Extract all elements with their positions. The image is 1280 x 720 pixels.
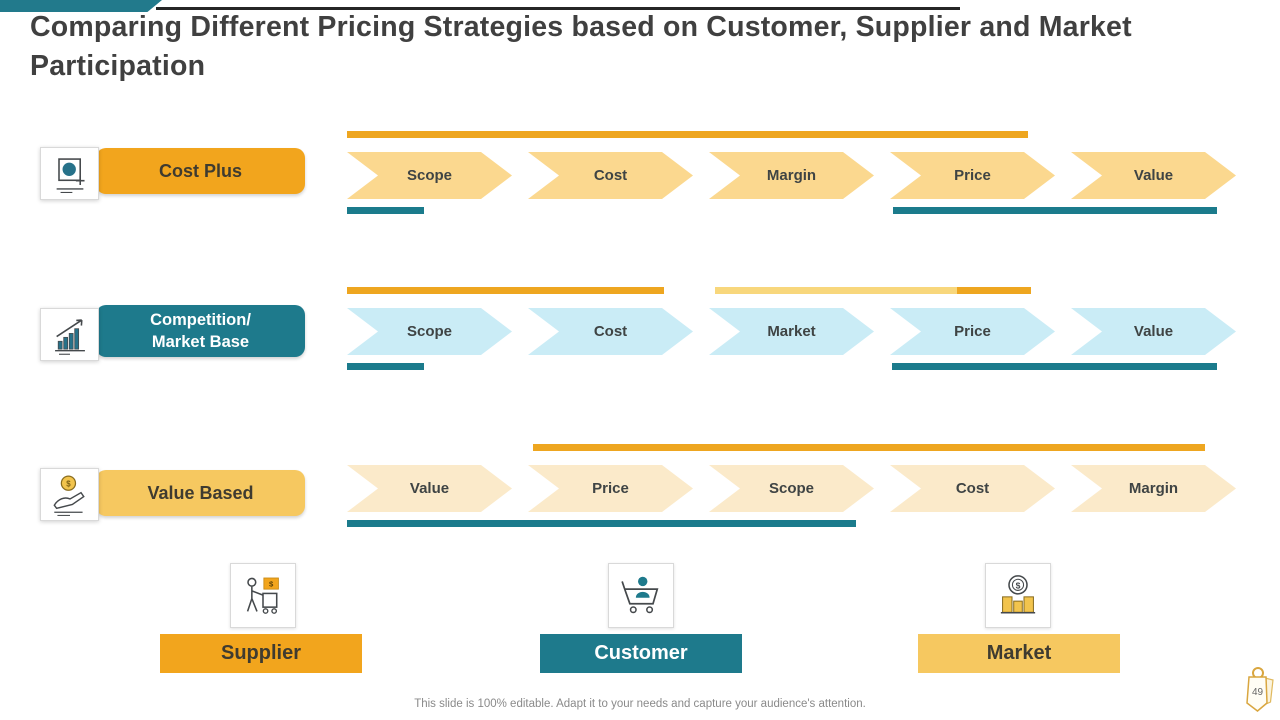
- supplier-icon-box: $: [230, 563, 296, 628]
- participant-label-customer: Customer: [540, 634, 742, 673]
- chevron-step: Value: [1071, 152, 1236, 199]
- participation-bar-light-top: [715, 287, 957, 294]
- chevron-step: Value: [347, 465, 512, 512]
- svg-text:$: $: [269, 579, 274, 588]
- participant-label-supplier: Supplier: [160, 634, 362, 673]
- row-label-competition: Competition/ Market Base: [96, 305, 305, 357]
- row-label-value-based: Value Based: [96, 470, 305, 516]
- participation-bar-supplier-bottom: [347, 207, 424, 214]
- cost-plus-icon-box: [40, 147, 99, 200]
- chevron-step: Cost: [890, 465, 1055, 512]
- chevron-step: Price: [528, 465, 693, 512]
- chevron-step: Market: [709, 308, 874, 355]
- chevron-step: Price: [890, 308, 1055, 355]
- corner-accent-bar: [0, 0, 162, 12]
- page-number: 49: [1252, 687, 1264, 698]
- strategy-row-value-based: $ Value Based Value Price Scope Cost Mar…: [0, 444, 1280, 534]
- chevron-step: Margin: [1071, 465, 1236, 512]
- value-based-icon-box: $: [40, 468, 99, 521]
- customer-icon-box: [608, 563, 674, 628]
- chevron-step: Scope: [709, 465, 874, 512]
- participant-label-market: Market: [918, 634, 1120, 673]
- participants-section: $ Supplier Customer: [0, 563, 1280, 678]
- chevron-step: Cost: [528, 308, 693, 355]
- participation-bar-supplier-bottom: [347, 363, 424, 370]
- supplier-cart-icon: $: [246, 577, 279, 614]
- chevron-step: Price: [890, 152, 1055, 199]
- page-title: Comparing Different Pricing Strategies b…: [30, 11, 1132, 82]
- competition-icon-box: [40, 308, 99, 361]
- footer-note: This slide is 100% editable. Adapt it to…: [414, 698, 866, 710]
- row-label-cost-plus: Cost Plus: [96, 148, 305, 194]
- chevron-step: Cost: [528, 152, 693, 199]
- money-stack-icon: $: [1000, 574, 1036, 613]
- chevron-step: Margin: [709, 152, 874, 199]
- participation-bar-customer-bottom: [893, 207, 1217, 214]
- market-icon-box: $: [985, 563, 1051, 628]
- strategy-row-cost-plus: Cost Plus Scope Cost Margin Price Value: [0, 131, 1280, 221]
- participation-bar-market-top-right: [957, 287, 1031, 294]
- top-divider-line: [156, 7, 960, 10]
- participation-bar-market-top: [347, 131, 1028, 138]
- chevron-step: Value: [1071, 308, 1236, 355]
- participation-bar-market-top: [533, 444, 1205, 451]
- participation-bar-customer-bottom: [347, 520, 856, 527]
- market-growth-icon: [54, 318, 85, 355]
- chevron-step: Scope: [347, 152, 512, 199]
- strategy-row-competition: Competition/ Market Base Scope Cost Mark…: [0, 287, 1280, 377]
- chevron-step: Scope: [347, 308, 512, 355]
- svg-text:$: $: [1016, 580, 1021, 590]
- participation-bar-market-top-left: [347, 287, 664, 294]
- page-number-tag-icon: 49: [1246, 667, 1274, 712]
- svg-text:$: $: [66, 479, 71, 488]
- customer-cart-icon: [621, 576, 659, 613]
- cost-plus-icon: [56, 157, 85, 193]
- participation-bar-customer-bottom: [892, 363, 1217, 370]
- hand-coin-icon: $: [52, 475, 85, 516]
